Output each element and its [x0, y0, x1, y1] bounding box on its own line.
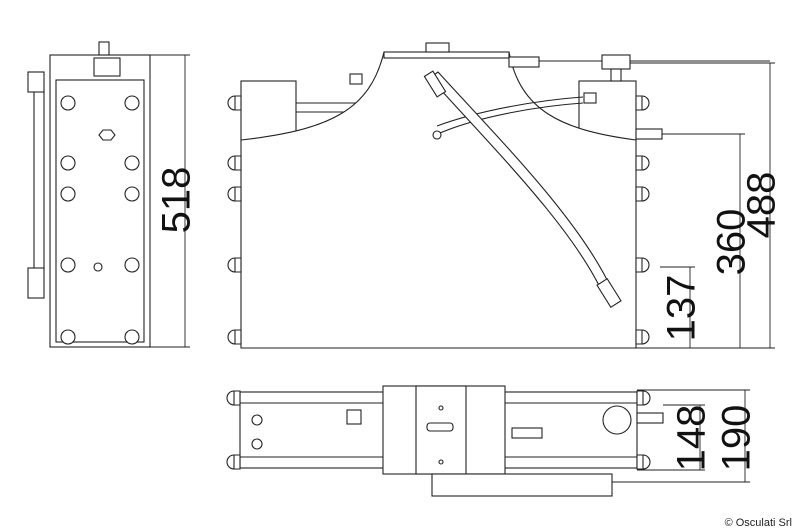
bolt-icon: [636, 390, 651, 406]
bolt-icon: [635, 95, 650, 111]
bolt-icon: [635, 155, 650, 171]
bolt-icon: [635, 186, 650, 202]
dimension-360: 360: [709, 208, 754, 276]
bolt-head-icon: [124, 186, 140, 202]
bolt-head-icon: [60, 329, 76, 345]
bolt-icon: [226, 454, 241, 470]
bolt-icon: [227, 329, 242, 345]
dimension-148: 148: [669, 404, 714, 472]
bolt-head-icon: [124, 329, 140, 345]
bolt-icon: [226, 390, 241, 406]
bolt-icon: [635, 257, 650, 273]
bolt-head-icon: [124, 155, 140, 171]
bolt-icon: [635, 329, 650, 345]
bolt-icon: [227, 186, 242, 202]
bolt-head-icon: [124, 257, 140, 273]
bolt-head-icon: [60, 257, 76, 273]
side-view: [27, 41, 151, 348]
dimension-137: 137: [659, 274, 704, 342]
dimension-190: 190: [714, 404, 759, 472]
front-view: [227, 42, 770, 349]
dimension-518: 518: [154, 166, 199, 234]
bolt-icon: [227, 257, 242, 273]
dimension-lines: [150, 54, 775, 483]
bolt-icon: [227, 95, 242, 111]
bolt-head-icon: [124, 95, 140, 111]
bottom-view: [226, 385, 664, 497]
bolt-head-icon: [60, 155, 76, 171]
copyright-text: © Osculati Srl: [724, 517, 792, 529]
bolt-head-icon: [60, 186, 76, 202]
bolt-head-icon: [60, 95, 76, 111]
bolt-icon: [636, 454, 651, 470]
bolt-icon: [227, 155, 242, 171]
